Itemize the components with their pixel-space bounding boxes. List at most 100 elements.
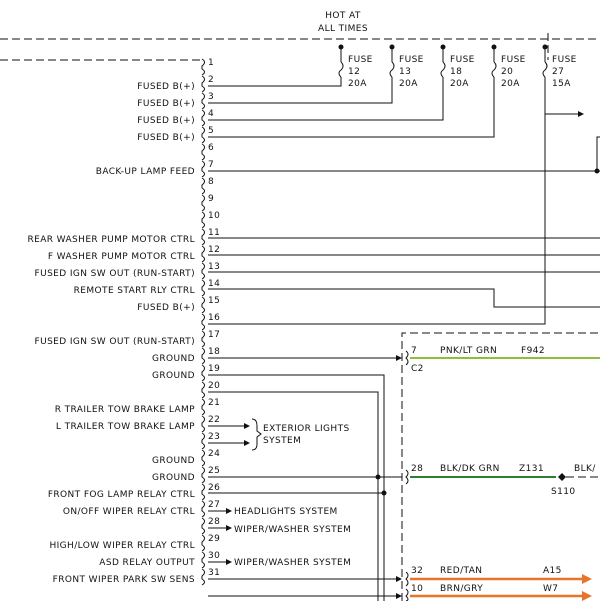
pin-terminal <box>201 177 205 195</box>
fuse-amp-text: 20A <box>399 79 418 89</box>
pin-terminal <box>201 296 205 314</box>
fuse-word-text: FUSE <box>399 55 424 65</box>
pin-number: 21 <box>208 398 220 408</box>
c2-pin-10-terminal <box>405 588 409 601</box>
pin-number: 9 <box>208 194 214 204</box>
c2-pin-28-terminal <box>405 469 409 485</box>
pin-terminal <box>201 228 205 246</box>
fuse-symbol <box>338 61 344 78</box>
pin-number: 3 <box>208 92 214 102</box>
arrow-fog-relay <box>226 508 232 514</box>
arrow-pin17-c2 <box>396 355 402 361</box>
pin-number: 15 <box>208 296 220 306</box>
pin-terminal <box>201 245 205 263</box>
arrow-r-trailer <box>244 423 250 429</box>
fuse-amp-text: 15A <box>552 79 571 89</box>
fuse-num-text: 13 <box>399 67 411 77</box>
pin-number: 6 <box>208 143 214 153</box>
pin-label: GROUND <box>152 473 195 483</box>
pin-label: REAR WASHER PUMP MOTOR CTRL <box>27 235 195 245</box>
pin-number: 30 <box>208 551 220 561</box>
pin-number: 11 <box>208 228 220 238</box>
pin-label: GROUND <box>152 371 195 381</box>
pin-terminal <box>201 364 205 382</box>
fuse-group: FUSE1220AFUSE1320AFUSE1820AFUSE2020AFUSE… <box>338 44 577 89</box>
pin-terminal <box>201 211 205 229</box>
splice-right-label: BLK/ <box>574 464 596 474</box>
pin-number: 31 <box>208 568 220 578</box>
arrow-fuse27-branch <box>578 111 584 117</box>
c2-pin-28-num: 28 <box>411 464 423 474</box>
pin-terminal <box>201 432 205 450</box>
pin-number: 27 <box>208 500 220 510</box>
pin-label: FUSED IGN SW OUT (RUN-START) <box>35 269 196 279</box>
fuse-word-text: FUSE <box>348 55 373 65</box>
pin-terminal <box>201 58 205 76</box>
pin-label: GROUND <box>152 456 195 466</box>
exterior-system-label: SYSTEM <box>263 436 301 446</box>
pin-number: 7 <box>208 160 214 170</box>
arrow-w7 <box>582 591 592 601</box>
fuse-num-text: 18 <box>450 67 462 77</box>
pin-label: ON/OFF WIPER RELAY CTRL <box>63 507 195 517</box>
pin-terminal <box>201 92 205 110</box>
c2-name: C2 <box>411 364 424 374</box>
fuse-word-text: FUSE <box>552 55 577 65</box>
wire-fuse12-pin2 <box>208 77 342 87</box>
pin-number: 17 <box>208 330 220 340</box>
arrow-park-c2 <box>396 593 402 599</box>
c2-pin-7-color: PNK/LT GRN <box>440 346 497 356</box>
fuse-bus-dot <box>338 44 344 50</box>
pin-number: 12 <box>208 245 220 255</box>
fuse-bus-dot <box>440 44 446 50</box>
pin-label: FRONT WIPER PARK SW SENS <box>53 575 195 585</box>
pin-number: 8 <box>208 177 214 187</box>
pin-number: 28 <box>208 517 220 527</box>
fuse-symbol <box>389 61 395 78</box>
c2-pin-28-color: BLK/DK GRN <box>440 464 500 474</box>
c2-pin-32-circuit: A15 <box>543 566 562 576</box>
pin-label: REMOTE START RLY CTRL <box>74 286 195 296</box>
pin-label: HIGH/LOW WIPER RELAY CTRL <box>49 541 195 551</box>
pin-number: 13 <box>208 262 220 272</box>
wire-fuse13-pin3 <box>208 77 393 104</box>
fuse-num-text: 12 <box>348 67 360 77</box>
pin-terminal <box>201 313 205 331</box>
pin-terminal <box>201 143 205 161</box>
pin-terminal <box>201 75 205 93</box>
arrow-l-trailer <box>244 440 250 446</box>
pin-terminal <box>201 347 205 365</box>
fuse-word-text: FUSE <box>501 55 526 65</box>
pin-number: 4 <box>208 109 214 119</box>
backup-lamp-stub <box>596 136 600 171</box>
c2-pin-10-circuit: W7 <box>543 584 558 594</box>
wire-ground-18 <box>208 374 385 601</box>
pin-terminal <box>201 517 205 535</box>
pin-number: 2 <box>208 75 214 85</box>
pin-label: F WASHER PUMP MOTOR CTRL <box>48 252 195 262</box>
fuse-word-text: FUSE <box>450 55 475 65</box>
pin-number: 20 <box>208 381 220 391</box>
fuse-num-text: 27 <box>552 67 564 77</box>
pin-label: GROUND <box>152 354 195 364</box>
wiper-system-label-2: WIPER/WASHER SYSTEM <box>234 558 351 568</box>
arrow-a15 <box>582 574 592 584</box>
pin-terminal <box>201 466 205 484</box>
pin-number: 19 <box>208 364 220 374</box>
c2-pin-32-color: RED/TAN <box>440 566 482 576</box>
pin-number: 23 <box>208 432 220 442</box>
pin-label: FUSED B(+) <box>137 116 195 126</box>
fuse-bus-dot <box>542 44 548 50</box>
wire-fuse18-pin4 <box>208 77 444 121</box>
pin-number: 16 <box>208 313 220 323</box>
splice-s110-diamond <box>558 473 566 481</box>
pin-terminal <box>201 534 205 552</box>
c2-pin-10-num: 10 <box>411 584 423 594</box>
pin-number: 26 <box>208 483 220 493</box>
splice-s110-label: S110 <box>551 487 576 497</box>
c2-pin-32-num: 32 <box>411 566 423 576</box>
pin-number: 14 <box>208 279 220 289</box>
fuse-symbol <box>542 61 548 78</box>
